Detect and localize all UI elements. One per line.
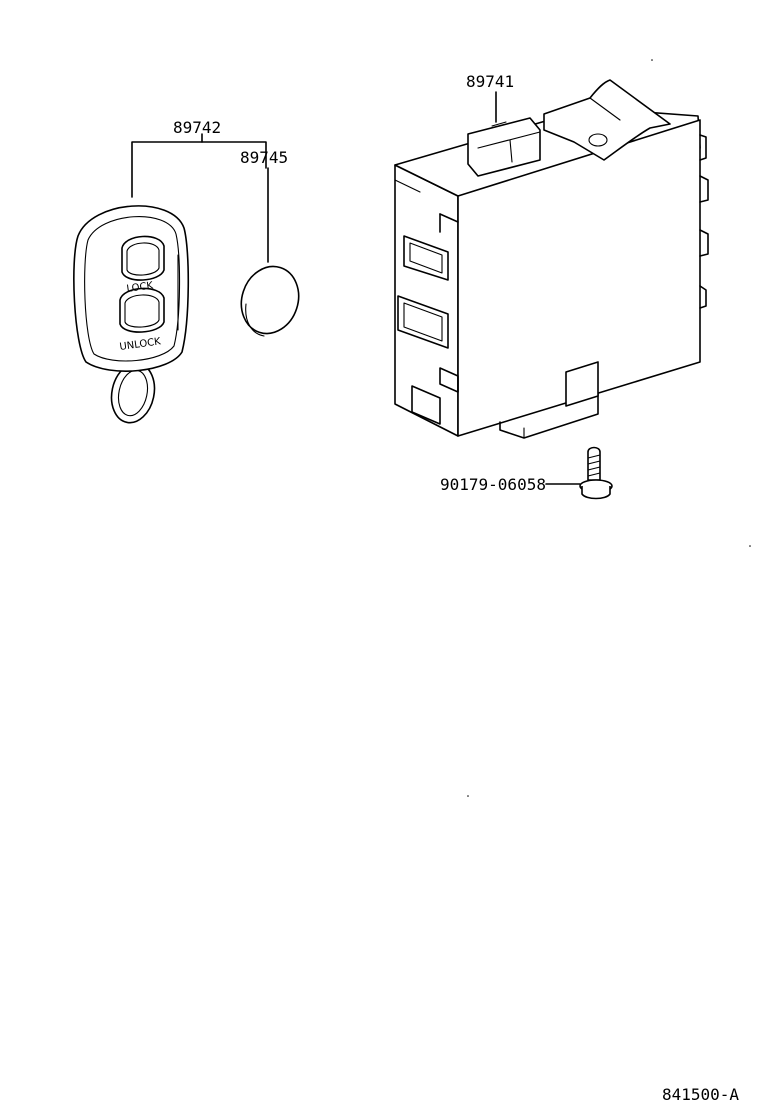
leader-89742 [131, 133, 267, 198]
label-89745: 89745 [240, 148, 288, 167]
key-fob-icon [73, 205, 190, 424]
lock-button-label: LOCK [126, 280, 154, 295]
label-89741: 89741 [466, 72, 514, 91]
label-screw: 90179-06058 [440, 475, 546, 494]
battery-cell-icon [240, 265, 300, 337]
label-89742: 89742 [173, 118, 221, 137]
receiver-module-icon [394, 79, 709, 439]
screw-icon [579, 446, 613, 500]
diagram-id: 841500-A [662, 1085, 739, 1104]
